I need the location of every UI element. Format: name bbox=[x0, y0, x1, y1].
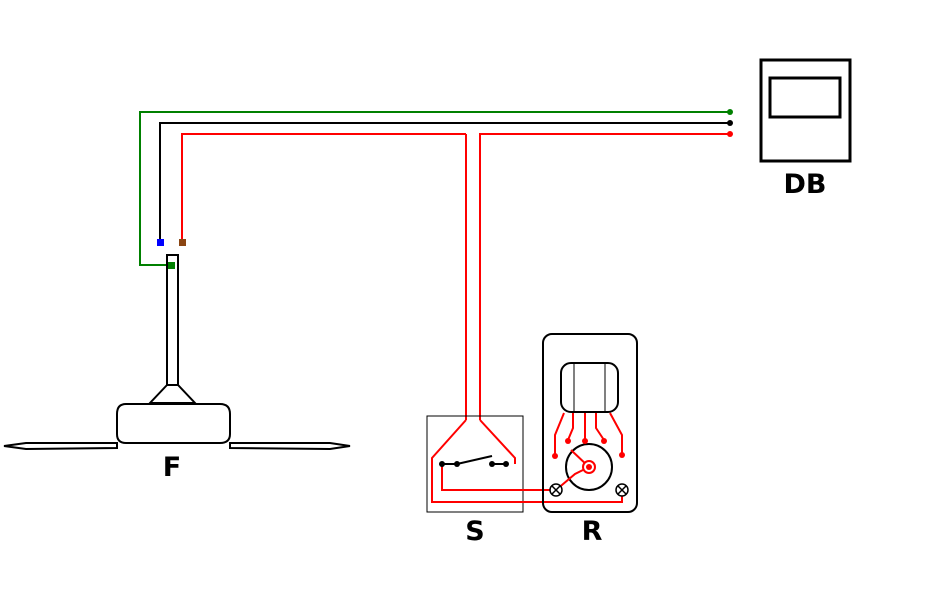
switch-to-regulator-wire bbox=[441, 464, 556, 491]
regulator-box bbox=[542, 333, 638, 513]
distribution-board bbox=[759, 58, 852, 163]
fan-neutral-terminal bbox=[157, 239, 164, 246]
switch-input-wire bbox=[431, 419, 623, 503]
regulator-taps bbox=[552, 412, 625, 491]
earth-wire bbox=[139, 111, 730, 266]
switch-output-wire bbox=[479, 419, 516, 464]
db-phase-terminal bbox=[727, 131, 733, 137]
phase-wire-to-fan bbox=[181, 133, 466, 242]
ceiling-fan bbox=[3, 254, 351, 451]
fan-phase-terminal bbox=[179, 239, 186, 246]
phase-wire-from-db bbox=[479, 133, 730, 420]
switch-box bbox=[426, 415, 524, 513]
regulator-screw-terminals bbox=[549, 483, 629, 497]
switch-label: S bbox=[465, 516, 484, 547]
fan-label: F bbox=[163, 452, 181, 483]
db-earth-terminal bbox=[727, 109, 733, 115]
neutral-wire bbox=[159, 122, 730, 242]
switch-contacts bbox=[439, 455, 509, 467]
regulator-label: R bbox=[582, 516, 603, 547]
distribution-board-label: DB bbox=[784, 169, 827, 200]
db-neutral-terminal bbox=[727, 120, 733, 126]
